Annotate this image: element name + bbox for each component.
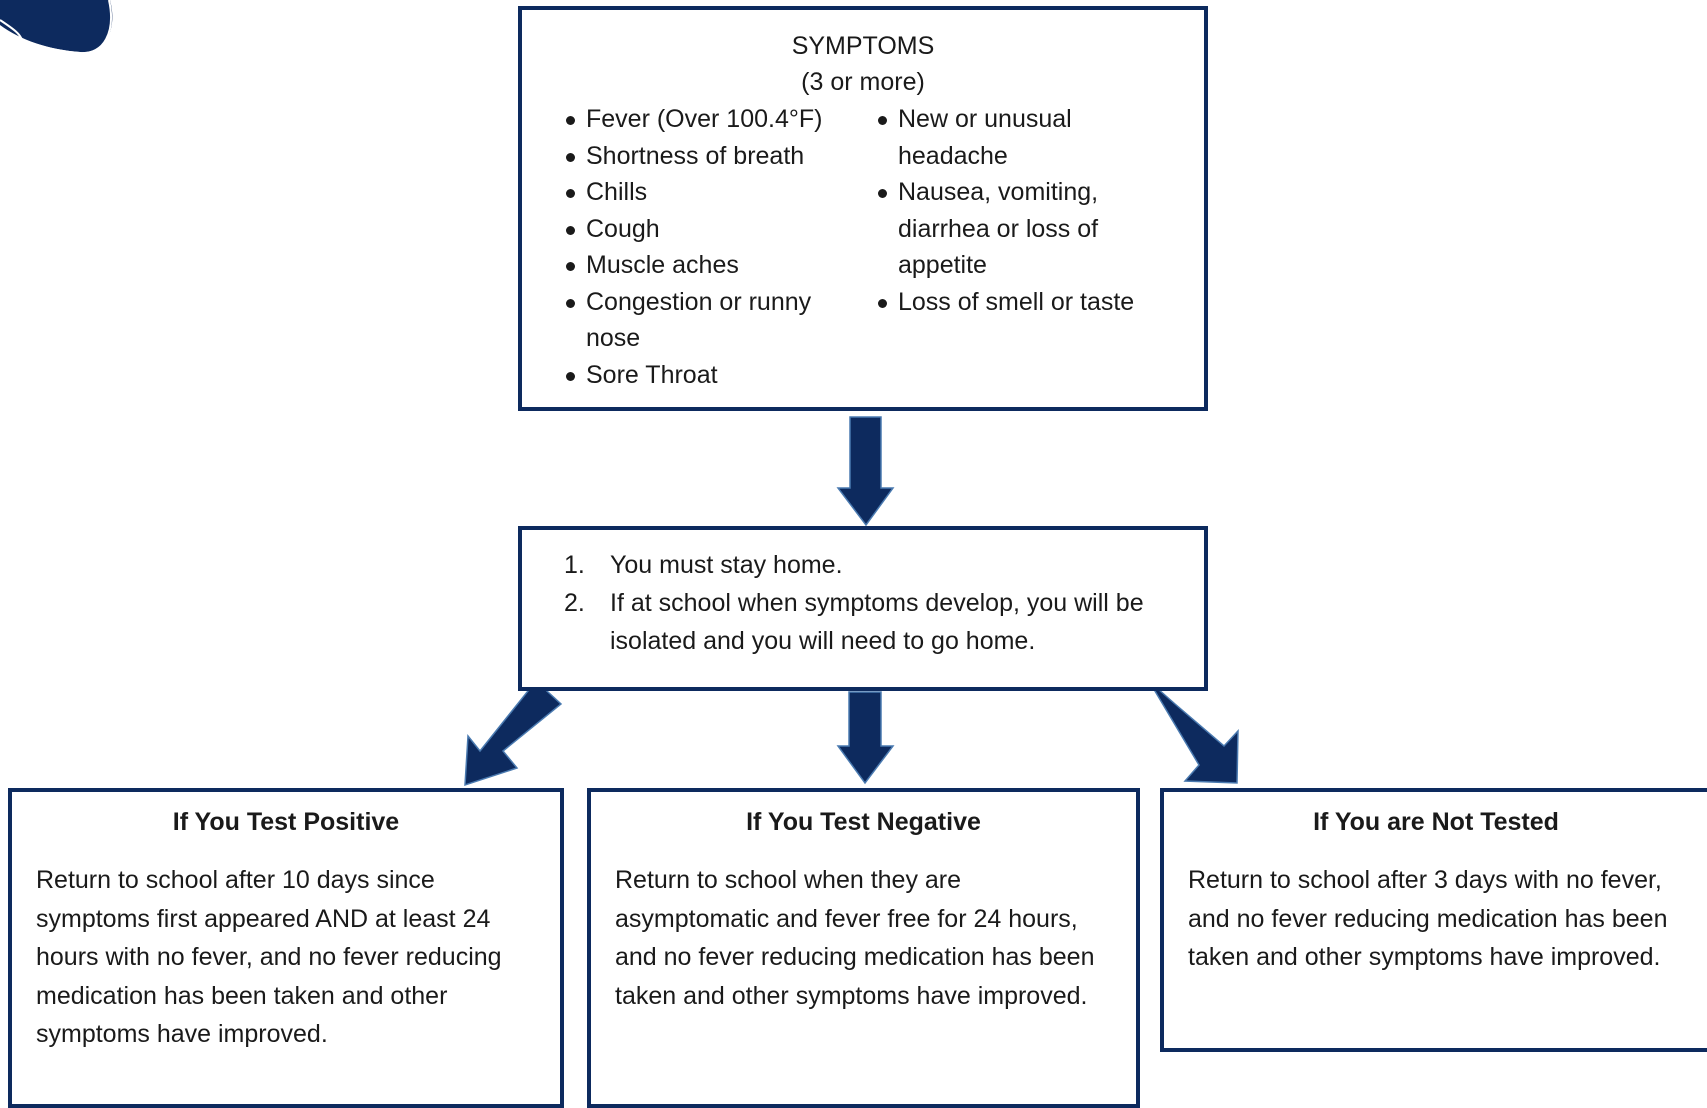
test-positive-title: If You Test Positive bbox=[172, 808, 400, 836]
logo-fragment bbox=[0, 0, 113, 55]
action-item: 2. If at school when symptoms develop, y… bbox=[564, 584, 1184, 660]
symptom-item: Shortness of breath bbox=[564, 138, 864, 175]
symptom-item: Congestion or runny nose bbox=[564, 284, 864, 357]
symptom-item: New or unusual headache bbox=[876, 101, 1176, 174]
action-item: 1. You must stay home. bbox=[564, 546, 1184, 584]
symptom-item: Cough bbox=[564, 211, 864, 248]
arrow-down-middle bbox=[836, 691, 895, 785]
arrow-diagonal-right bbox=[1148, 680, 1239, 784]
test-positive-box: If You Test Positive Return to school af… bbox=[8, 788, 564, 1108]
symptom-item: Nausea, vomiting, diarrhea or loss of ap… bbox=[876, 174, 1176, 284]
not-tested-box: If You are Not Tested Return to school a… bbox=[1160, 788, 1707, 1052]
not-tested-title: If You are Not Tested bbox=[1313, 808, 1559, 836]
test-negative-title: If You Test Negative bbox=[746, 808, 981, 836]
symptoms-box: SYMPTOMS (3 or more) Fever (Over 100.4°F… bbox=[518, 6, 1208, 411]
arrow-diagonal-left bbox=[464, 679, 563, 787]
symptom-item: Loss of smell or taste bbox=[876, 284, 1176, 321]
symptom-item: Sore Throat bbox=[564, 357, 864, 394]
not-tested-body: Return to school after 3 days with no fe… bbox=[1188, 866, 1668, 971]
test-negative-box: If You Test Negative Return to school wh… bbox=[587, 788, 1140, 1108]
symptom-item: Fever (Over 100.4°F) bbox=[564, 101, 864, 138]
action-text: If at school when symptoms develop, you … bbox=[610, 589, 1144, 655]
test-positive-body: Return to school after 10 days since sym… bbox=[36, 866, 502, 1048]
symptoms-list-right: New or unusual headache Nausea, vomiting… bbox=[876, 101, 1176, 320]
action-number: 2. bbox=[564, 589, 585, 617]
actions-list: 1. You must stay home. 2. If at school w… bbox=[564, 546, 1184, 660]
symptom-item: Chills bbox=[564, 174, 864, 211]
action-number: 1. bbox=[564, 551, 585, 579]
action-text: You must stay home. bbox=[610, 551, 843, 579]
symptoms-title: SYMPTOMS bbox=[791, 32, 935, 60]
symptoms-subtitle: (3 or more) bbox=[801, 68, 925, 96]
symptoms-list-left: Fever (Over 100.4°F) Shortness of breath… bbox=[564, 101, 864, 393]
arrow-down-main bbox=[836, 416, 895, 527]
test-negative-body: Return to school when they are asymptoma… bbox=[615, 866, 1095, 1010]
symptom-item: Muscle aches bbox=[564, 247, 864, 284]
actions-box: 1. You must stay home. 2. If at school w… bbox=[518, 526, 1208, 691]
